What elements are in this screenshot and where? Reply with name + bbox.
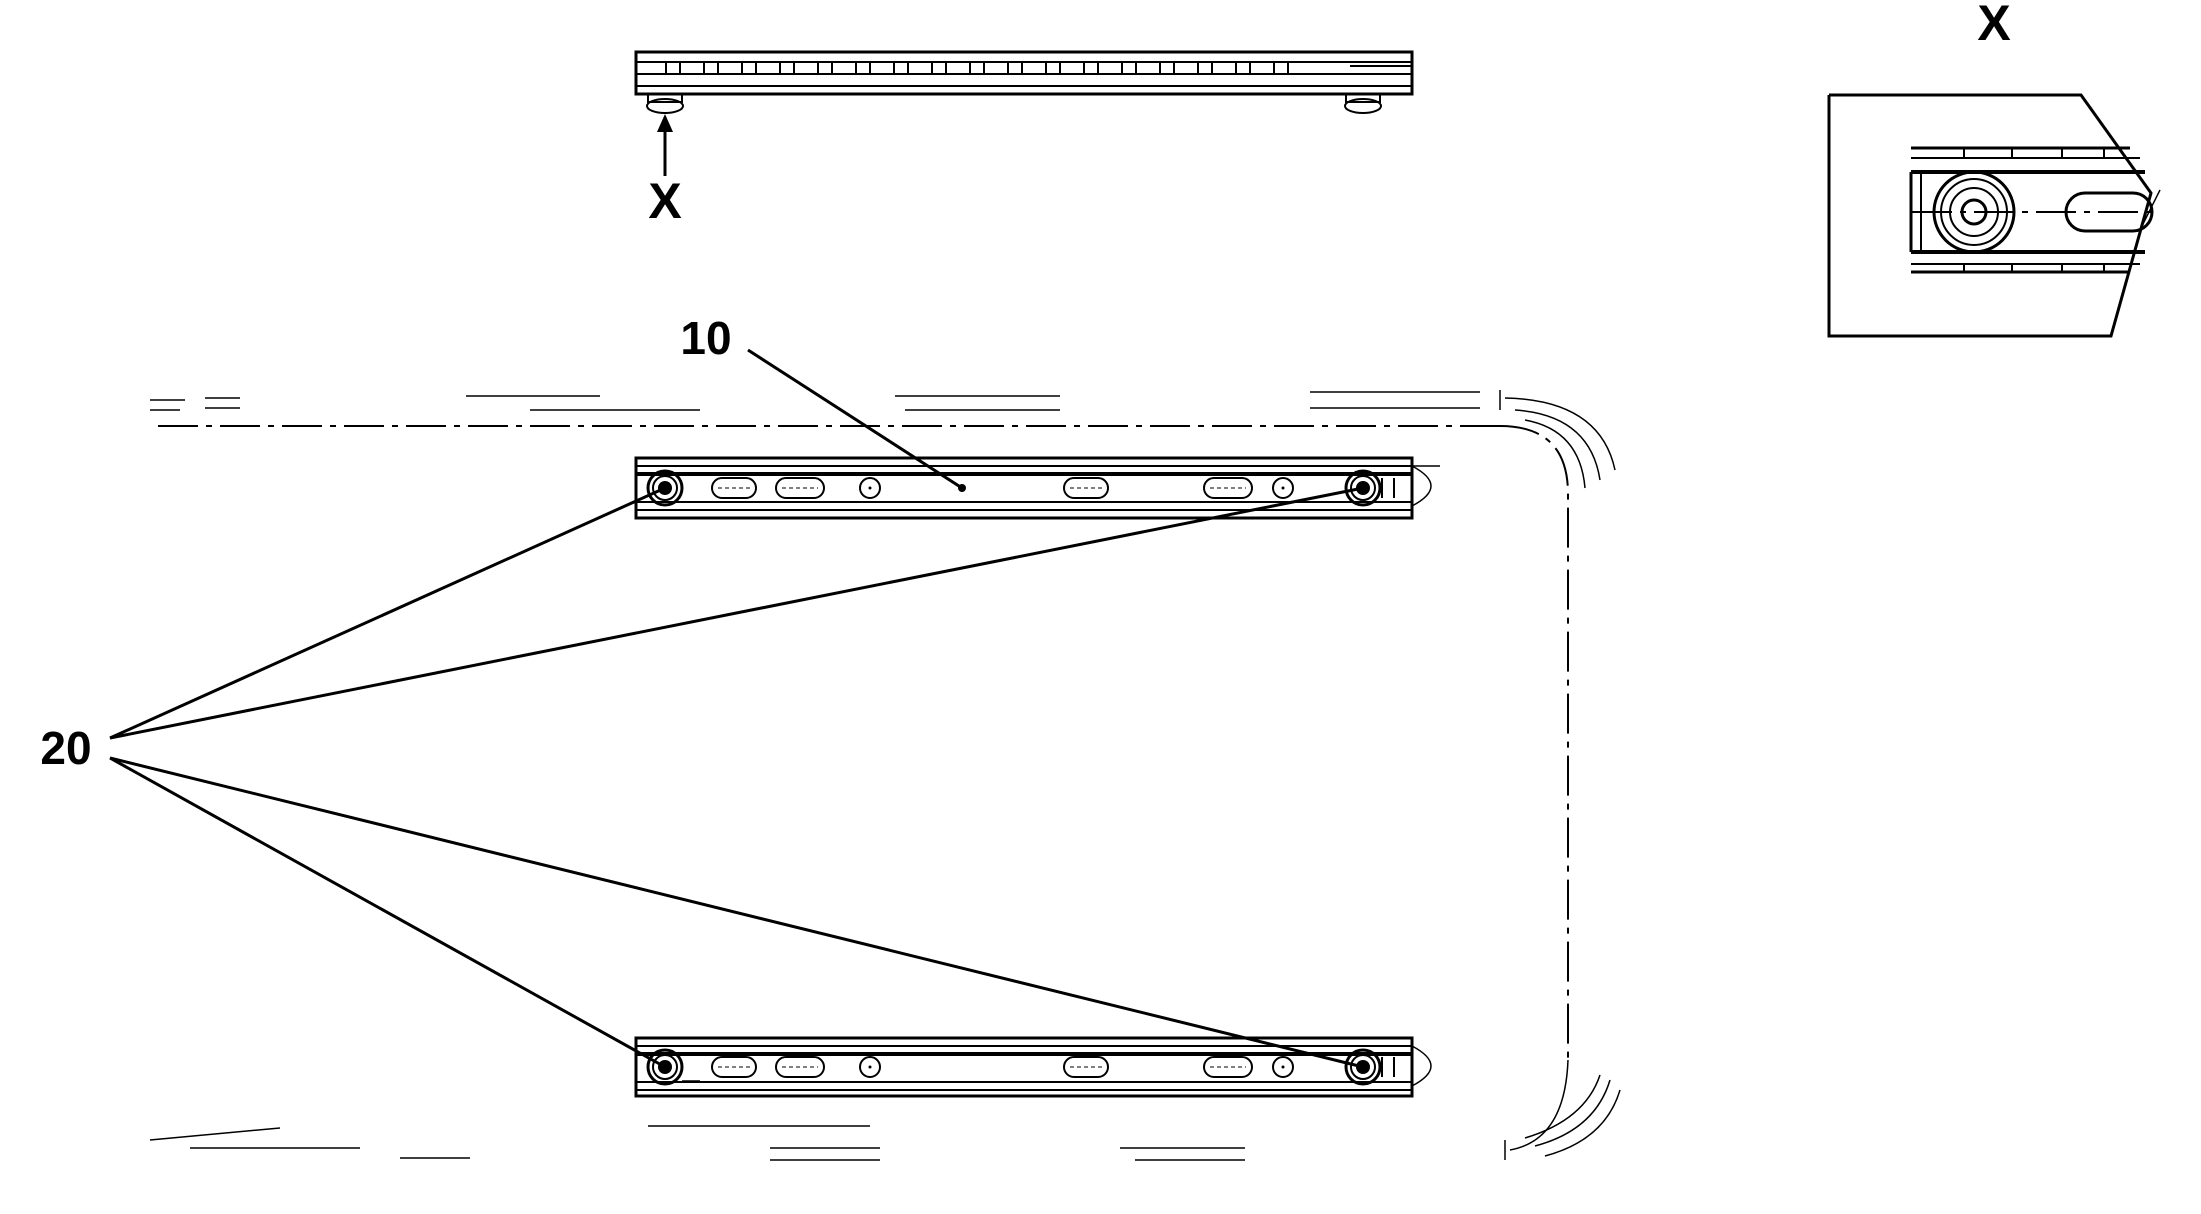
rail-slot xyxy=(1063,477,1109,499)
rail-tooth xyxy=(779,61,795,75)
hole-centre xyxy=(868,486,872,490)
leader-line-10 xyxy=(747,348,963,490)
rail-tooth xyxy=(1121,61,1137,75)
hole-centre xyxy=(868,1065,872,1069)
rail-slot xyxy=(1203,1056,1253,1078)
rail-hole xyxy=(859,1056,881,1078)
leader-line-20-c xyxy=(109,756,666,1069)
rail-slot xyxy=(1063,1056,1109,1078)
rail-tooth xyxy=(1159,61,1175,75)
rail-lower xyxy=(634,1036,1432,1098)
rail-tooth xyxy=(1197,61,1213,75)
detail-slot xyxy=(2064,191,2154,233)
rail-teeth xyxy=(665,61,1289,75)
part-number-10: 10 xyxy=(680,312,731,364)
rail-tooth xyxy=(665,61,681,75)
rail-tooth xyxy=(893,61,909,75)
detail-title-x: X xyxy=(1977,0,2010,51)
rail-slot xyxy=(711,1056,757,1078)
hole-centre xyxy=(1281,486,1285,490)
rail-tooth xyxy=(741,61,757,75)
rail-tooth xyxy=(855,61,871,75)
rail-tooth xyxy=(969,61,985,75)
rail-slot xyxy=(775,477,825,499)
leader-line-20-d xyxy=(109,756,1364,1069)
rail-tooth xyxy=(703,61,719,75)
rail-side-view: X xyxy=(634,50,1414,229)
rail-tooth xyxy=(1045,61,1061,75)
leader-line-20-a xyxy=(109,486,666,740)
rail-hole xyxy=(1272,477,1294,499)
rail-tooth xyxy=(1083,61,1099,75)
callout-20: 20 xyxy=(40,486,1364,1069)
part-number-20: 20 xyxy=(40,722,91,774)
rail-foot-right xyxy=(1344,93,1382,114)
rail-tooth xyxy=(1007,61,1023,75)
rail-tooth xyxy=(817,61,833,75)
rail-upper-holes xyxy=(682,477,1395,503)
callout-10: 10 xyxy=(680,312,963,490)
rail-upper xyxy=(634,456,1440,520)
leader-line-20-b xyxy=(109,486,1364,740)
rail-slot xyxy=(711,477,757,499)
view-marker-x: X xyxy=(648,173,681,229)
fastener-upper-right xyxy=(1344,469,1382,507)
rail-hole xyxy=(859,477,881,499)
rail-tooth xyxy=(1235,61,1251,75)
rail-hole xyxy=(1272,1056,1294,1078)
rail-slot xyxy=(1203,477,1253,499)
view-arrow xyxy=(657,114,673,176)
rail-slot xyxy=(775,1056,825,1078)
detail-rail-teeth xyxy=(1963,148,2105,272)
detail-view-x: X xyxy=(1827,0,2161,338)
rail-foot-left xyxy=(646,93,684,114)
phantom-outline xyxy=(149,390,1621,1161)
rail-tooth xyxy=(931,61,947,75)
rail-lower-holes xyxy=(682,1056,1395,1082)
rail-tooth xyxy=(1273,61,1289,75)
hole-centre xyxy=(1281,1065,1285,1069)
